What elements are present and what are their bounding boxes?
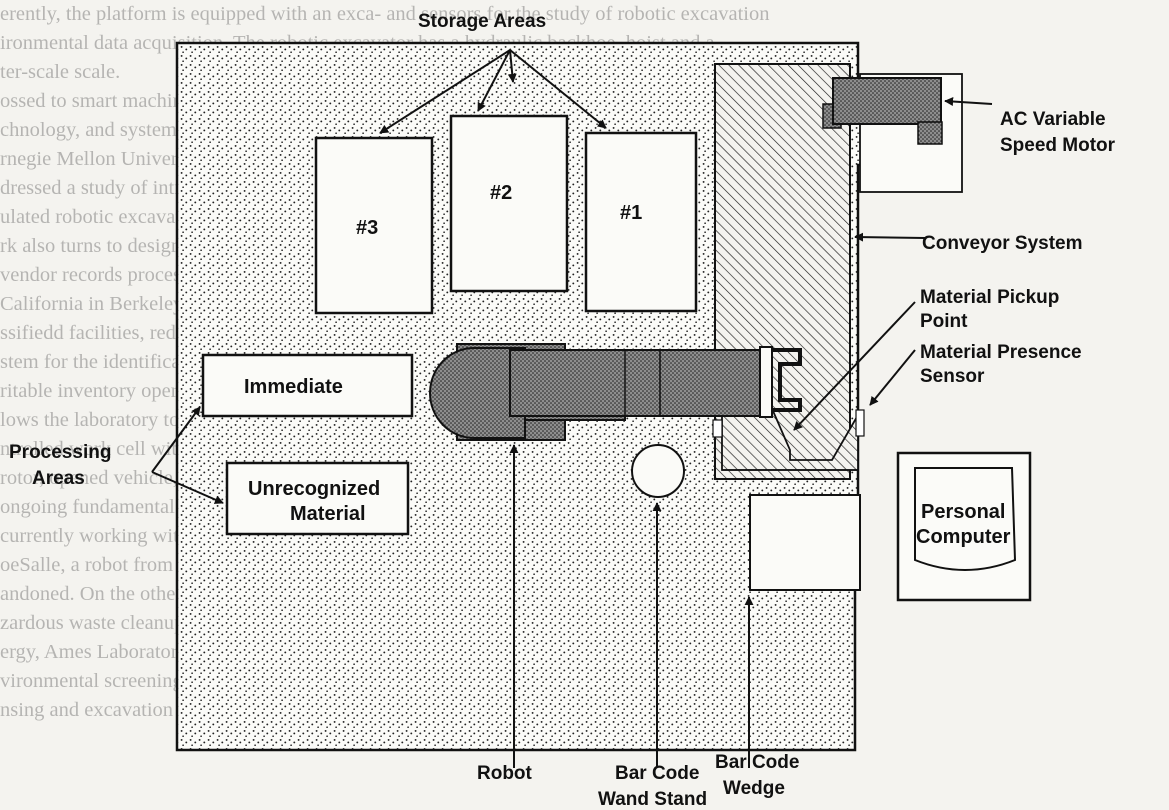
personal-computer-label-line1: Personal	[921, 501, 1005, 523]
bar-code-wand-label-line1: Bar Code	[615, 763, 699, 784]
robot	[429, 343, 802, 441]
storage-area-1	[584, 131, 698, 313]
ac-motor-label-line2: Speed Motor	[1000, 135, 1116, 156]
material-pickup-label-line1: Material Pickup	[920, 287, 1059, 308]
material-presence-sensor	[855, 409, 865, 437]
bar-code-wedge-label-line1: Bar Code	[715, 752, 799, 773]
immediate-processing-box	[201, 353, 414, 418]
callout-arrows	[151, 49, 993, 768]
processing-areas-label-line1: Processing	[9, 442, 111, 463]
material-presence-label-line1: Material Presence	[920, 342, 1082, 363]
storage-area-3-label: #3	[356, 217, 378, 239]
unrecognized-label-line1: Unrecognized	[248, 478, 380, 500]
bar-code-wand-label-line2: Wand Stand	[598, 789, 707, 810]
personal-computer-label-line2: Computer	[916, 526, 1011, 548]
robot-label: Robot	[477, 763, 533, 784]
ac-motor	[822, 73, 963, 193]
processing-areas-label-line2: Areas	[32, 468, 85, 489]
storage-areas-label: Storage Areas	[418, 11, 546, 32]
background-text-line: erently, the platform is equipped with a…	[0, 3, 770, 25]
storage-area-2-label: #2	[490, 182, 512, 204]
unrecognized-material-box	[225, 461, 410, 536]
material-presence-label-line2: Sensor	[920, 366, 985, 387]
bar-code-wedge-box	[749, 494, 861, 591]
unrecognized-label-line2: Material	[290, 503, 366, 525]
immediate-label: Immediate	[244, 376, 343, 398]
conveyor-system-label: Conveyor System	[922, 233, 1083, 254]
storage-area-3	[314, 136, 434, 315]
personal-computer	[896, 451, 1032, 602]
bar-code-wedge-label-line2: Wedge	[723, 778, 785, 799]
ac-motor-label-line1: AC Variable	[1000, 109, 1106, 130]
bar-code-wand-stand	[631, 444, 685, 498]
storage-area-2	[449, 114, 569, 293]
material-pickup-label-line2: Point	[920, 311, 968, 332]
storage-area-1-label: #1	[620, 202, 642, 224]
background-text-line: ter-scale scale.	[0, 61, 121, 83]
